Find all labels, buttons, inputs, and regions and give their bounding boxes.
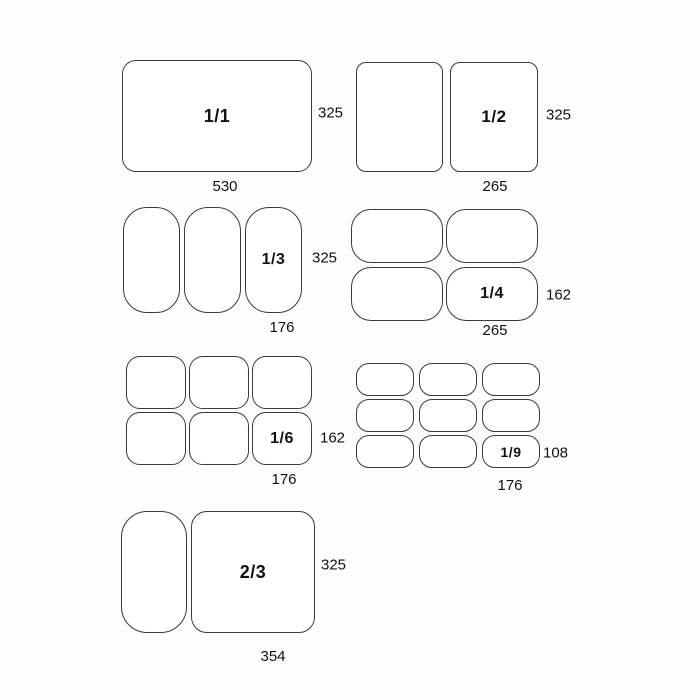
pan-1-9 [482,363,540,396]
pan-1-9 [419,399,477,432]
pan-2-3: 2/3 [191,511,315,633]
pan-1-9: 1/9 [482,435,540,468]
pan-1-4 [351,267,443,321]
pan-1-9 [419,363,477,396]
pan-1-3: 1/3 [245,207,302,313]
height-dimension: 162 [320,429,346,447]
width-dimension: 354 [260,648,286,665]
pan-1-9 [356,435,414,468]
width-dimension: 265 [482,178,508,195]
width-dimension: 176 [497,477,523,494]
pan-1-6 [126,356,186,409]
pan-size-label: 1/3 [261,251,286,268]
pan-1-4: 1/4 [446,267,538,321]
width-dimension: 176 [269,319,295,336]
pan-size-label: 1/2 [481,107,507,126]
pan-1-9 [419,435,477,468]
pan-1-2: 1/2 [450,62,538,172]
height-dimension: 325 [318,104,344,122]
pan-1-6 [189,412,249,465]
pan-1-6 [252,356,312,409]
height-dimension: 162 [546,286,572,304]
pan-size-label: 1/6 [270,429,294,447]
pan-size-label: 1/1 [203,105,231,126]
width-dimension: 176 [271,471,297,488]
pan-size-label: 1/9 [500,443,522,460]
pan-1-6 [126,412,186,465]
pan-1-4 [446,209,538,263]
width-dimension: 530 [212,178,238,195]
pan-1-6: 1/6 [252,412,312,465]
pan-1-4 [351,209,443,263]
height-dimension: 325 [546,106,572,124]
pan-1-3 [123,207,180,313]
pan-1-9 [356,399,414,432]
pan-1-6 [189,356,249,409]
pan-1-9 [356,363,414,396]
pan-1-1: 1/1 [122,60,312,172]
pan-size-label: 2/3 [239,561,267,582]
pan-1-3 [184,207,241,313]
pan-1-2 [356,62,443,172]
height-dimension: 325 [312,249,338,267]
width-dimension: 265 [482,322,508,339]
pan-2-3-side [121,511,187,633]
pan-size-label: 1/4 [480,285,504,302]
height-dimension: 108 [543,444,569,462]
height-dimension: 325 [321,556,347,574]
pan-1-9 [482,399,540,432]
